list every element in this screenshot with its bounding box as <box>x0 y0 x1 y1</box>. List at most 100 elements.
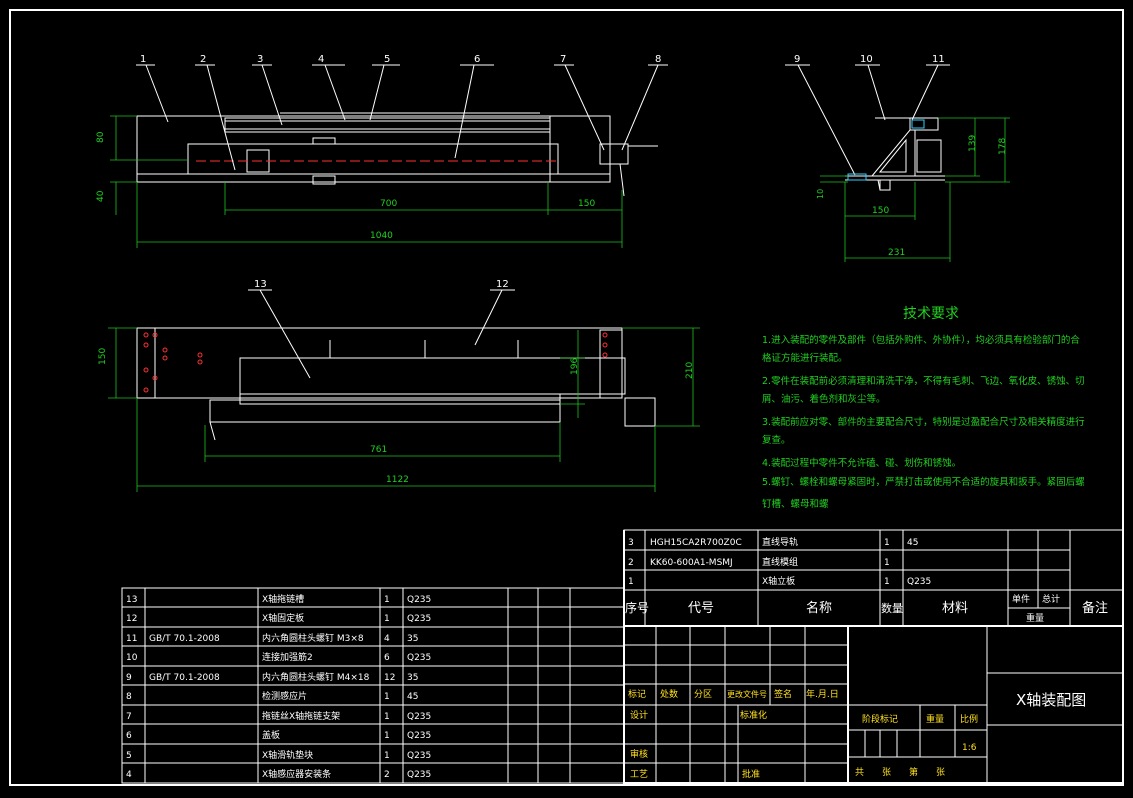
tb-drawing-title: X轴装配图 <box>1016 691 1086 709</box>
bom-u-no-3: 1 <box>628 577 634 587</box>
balloon-2: 2 <box>200 54 206 65</box>
balloon-11: 11 <box>932 54 945 65</box>
tech-title: 技术要求 <box>903 306 959 322</box>
bom-l-mat-8: 45 <box>407 692 418 702</box>
tb-scale-value: 1:6 <box>962 743 977 753</box>
balloons-bottom: 13 12 <box>248 279 515 379</box>
tb-zone: 分区 <box>694 689 712 700</box>
drawing-frame <box>9 9 1124 786</box>
dim-196: 196 <box>570 358 580 375</box>
bom-header-qty: 数量 <box>881 602 903 615</box>
technical-requirements: 技术要求 1.进入装配的零件及部件（包括外购件、外协件），均必须具有检验部门的合… <box>762 306 1085 510</box>
tech-line-8: 5.螺钉、螺栓和螺母紧固时，严禁打击或使用不合适的旋具和扳手。紧固后螺 <box>762 476 1085 488</box>
bom-u-code-1: HGH15CA2R700Z0C <box>650 538 742 548</box>
bom-l-no-6: 6 <box>126 731 132 741</box>
dim-side-150: 150 <box>872 206 889 216</box>
balloon-4: 4 <box>318 54 324 65</box>
bom-l-mat-7: Q235 <box>407 712 431 722</box>
bom-l-qty-5: 1 <box>384 751 390 761</box>
bom-u-name-3: X轴立板 <box>762 575 795 587</box>
top-dimensions: 150 196 210 761 1122 <box>98 327 700 492</box>
balloons-top: 1 2 3 4 5 6 7 8 9 10 11 <box>136 54 950 176</box>
bom-u-qty-3: 1 <box>884 577 890 587</box>
bom-l-no-10: 10 <box>126 653 138 663</box>
tech-line-4: 屑、油污、着色剂和灰尘等。 <box>762 393 886 405</box>
tb-sign: 签名 <box>774 688 792 700</box>
bom-l-name-10: 连接加强筋2 <box>262 651 313 663</box>
dim-10: 10 <box>816 189 825 199</box>
tech-line-6: 复查。 <box>762 434 791 446</box>
tb-date: 年.月.日 <box>806 688 839 700</box>
bom-u-no-2: 2 <box>628 558 634 568</box>
bom-l-name-5: X轴滑轨垫块 <box>262 749 313 761</box>
tb-standard: 标准化 <box>740 709 767 721</box>
bom-l-name-4: X轴感应器安装条 <box>262 768 331 780</box>
bom-l-qty-9: 12 <box>384 673 395 683</box>
bom-u-qty-2: 1 <box>884 558 890 568</box>
bom-u-name-1: 直线导轨 <box>762 536 798 548</box>
bom-header-total: 总计 <box>1042 593 1060 605</box>
bom-header-single: 单件 <box>1012 593 1030 605</box>
title-block: 标记 处数 分区 更改文件号 签名 年.月.日 设计 标准化 审核 工艺 批准 … <box>623 625 1124 784</box>
dim-139: 139 <box>968 135 978 152</box>
bom-l-qty-7: 1 <box>384 712 390 722</box>
bom-l-qty-12: 1 <box>384 614 390 624</box>
bom-l-mat-10: Q235 <box>407 653 431 663</box>
bom-l-no-9: 9 <box>126 673 132 683</box>
bom-l-code-9: GB/T 70.1-2008 <box>149 673 220 683</box>
bom-l-no-13: 13 <box>126 595 137 605</box>
dim-80: 80 <box>96 131 106 143</box>
balloon-5: 5 <box>384 54 390 65</box>
tb-craft: 工艺 <box>630 769 648 780</box>
front-dimensions: 80 40 700 150 1040 <box>96 115 623 248</box>
bom-l-code-11: GB/T 70.1-2008 <box>149 634 220 644</box>
tb-mark: 标记 <box>628 688 646 700</box>
bom-u-mat-1: 45 <box>907 538 918 548</box>
bom-u-qty-1: 1 <box>884 538 890 548</box>
bom-l-qty-6: 1 <box>384 731 390 741</box>
bom-l-mat-5: Q235 <box>407 751 431 761</box>
bom-upper: 3 HGH15CA2R700Z0C 直线导轨 1 45 2 KK60-600A1… <box>623 529 1124 627</box>
bom-l-mat-11: 35 <box>407 634 418 644</box>
bom-l-qty-11: 4 <box>384 634 390 644</box>
bom-l-mat-9: 35 <box>407 673 418 683</box>
bom-l-no-7: 7 <box>126 712 132 722</box>
balloon-1: 1 <box>140 54 146 65</box>
dim-top-150: 150 <box>98 348 108 365</box>
tb-change-no: 更改文件号 <box>727 689 767 699</box>
bom-l-mat-12: Q235 <box>407 614 431 624</box>
bom-l-name-7: 拖链丝X轴拖链支架 <box>262 710 340 722</box>
bom-header-no: 序号 <box>625 600 649 615</box>
tb-review: 审核 <box>630 748 648 760</box>
bom-l-qty-8: 1 <box>384 692 390 702</box>
tb-scale: 比例 <box>960 713 978 725</box>
balloon-7: 7 <box>560 54 566 65</box>
bom-lower-rows: 13 X轴拖链槽 1 Q235 12 X轴固定板 1 Q235 11 GB/T … <box>122 593 624 780</box>
dim-231: 231 <box>888 248 905 258</box>
tb-stage-mark: 阶段标记 <box>862 713 898 725</box>
bom-l-name-11: 内六角圆柱头螺钉 M3×8 <box>262 632 364 644</box>
bom-u-mat-3: Q235 <box>907 577 931 587</box>
dim-210: 210 <box>685 362 695 379</box>
bom-u-name-2: 直线模组 <box>762 556 798 568</box>
bom-l-mat-6: Q235 <box>407 731 431 741</box>
bom-l-no-8: 8 <box>126 692 132 702</box>
bom-l-no-5: 5 <box>126 751 132 761</box>
balloon-13: 13 <box>254 279 267 290</box>
bom-l-name-6: 盖板 <box>262 729 280 741</box>
tb-weight: 重量 <box>926 713 944 725</box>
bom-header-weight: 重量 <box>1026 612 1044 624</box>
bom-u-code-2: KK60-600A1-MSMJ <box>650 558 733 568</box>
bom-l-name-12: X轴固定板 <box>262 612 304 624</box>
bom-l-no-12: 12 <box>126 614 137 624</box>
dim-150: 150 <box>578 199 595 209</box>
balloon-9: 9 <box>794 54 800 65</box>
balloon-3: 3 <box>257 54 263 65</box>
bom-l-qty-10: 6 <box>384 653 390 663</box>
bom-header-remark: 备注 <box>1082 600 1108 616</box>
dim-178: 178 <box>998 138 1008 155</box>
bom-u-no-1: 3 <box>628 538 634 548</box>
balloon-6: 6 <box>474 54 480 65</box>
tb-design: 设计 <box>630 709 648 721</box>
